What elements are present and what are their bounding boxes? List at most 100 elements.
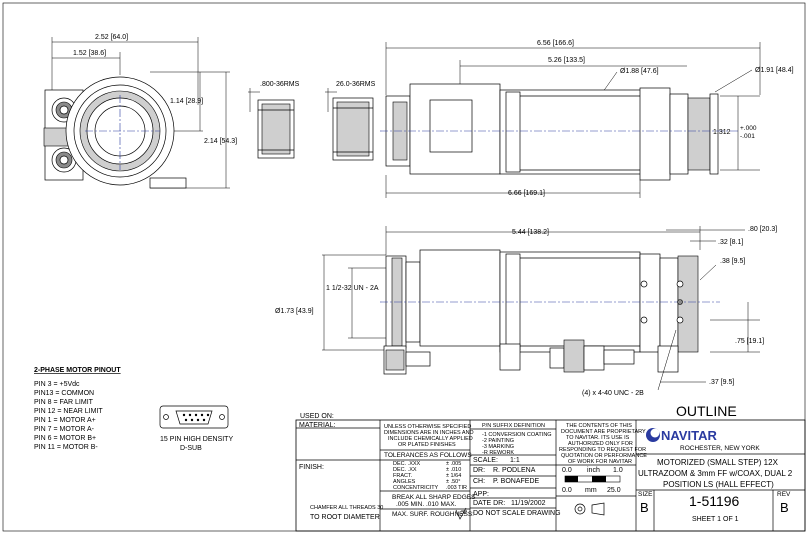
front-dim-height: 2.14 [54.3] — [204, 138, 237, 145]
svg-text:NAVITAR: NAVITAR — [661, 428, 717, 443]
outline-label: OUTLINE — [676, 403, 737, 419]
pinout-pin-5: PIN 7 = MOTOR A- — [34, 426, 95, 433]
tb-tol-4-a: CONCENTRICITY — [393, 485, 439, 491]
tb-ch-val: P. BONAFEDE — [493, 478, 539, 485]
pinout-pin-4: PIN 1 = MOTOR A+ — [34, 417, 96, 424]
tb-tol-2-a: FRACT. — [393, 473, 413, 479]
tb-rev-label: REV — [777, 491, 791, 498]
top-tol-nominal: 1.312 — [713, 129, 731, 136]
tb-tol-2-b: ± 1/64 — [446, 473, 461, 479]
tb-size-label: SIZE — [638, 491, 653, 498]
tb-tol-3-b: ± .50° — [446, 479, 460, 485]
dsub-pins-icon — [182, 413, 210, 422]
pinout-title: 2-PHASE MOTOR PINOUT — [34, 367, 121, 374]
tb-mm-1: mm — [585, 487, 597, 494]
top-dim-dia-body: Ø1.88 [47.6] — [620, 68, 659, 75]
connector-line2: D-SUB — [180, 445, 202, 452]
tb-suffix-1: -2 PAINTING — [482, 438, 514, 444]
tb-tol-3-a: ANGLES — [393, 479, 416, 485]
tb-tol-4-b: .003 TIR — [446, 485, 467, 491]
side-dim-37: .37 [9.5] — [709, 379, 734, 386]
tb-desc-2: POSITION LS (HALL EFFECT) — [663, 480, 774, 489]
side-dim-38: .38 [9.5] — [720, 258, 745, 265]
tb-prop-1: DOCUMENT ARE PROPRIETARY — [561, 429, 646, 435]
tb-chamfer-1: TO ROOT DIAMETER — [310, 514, 380, 521]
pinout-pin-0: PIN 3 = +5Vdc — [34, 381, 80, 388]
tb-size-val: B — [640, 500, 649, 515]
tb-suffix-0: -1 CONVERSION COATING — [482, 432, 552, 438]
title-block: USED ON: MATERIAL: FINISH: CHAMFER ALL T… — [295, 413, 806, 532]
tb-tol-0-a: DEC. .XXX — [393, 461, 421, 467]
pinout-pin-7: PIN 11 = MOTOR B- — [34, 444, 98, 451]
tb-roughness: MAX. SURF. ROUGHNESS: — [392, 511, 474, 518]
tb-chamfer-0: CHAMFER ALL THREADS 30 — [310, 505, 383, 511]
tb-prop-2: TO NAVITAR. ITS USE IS — [566, 435, 630, 441]
tb-rev-val: B — [780, 500, 789, 515]
tb-dims-note-3: OR PLATED FINISHES — [398, 442, 456, 448]
top-tol-minus: -.001 — [740, 133, 755, 140]
pinout-pin-3: PIN 12 = NEAR LIMIT — [34, 408, 103, 415]
projection-symbol-icon — [574, 502, 605, 516]
side-dim-thread: 1 1/2-32 UN - 2A — [326, 285, 379, 292]
tb-app-label: APP: — [473, 491, 489, 498]
tb-scale-label: SCALE: — [473, 457, 498, 464]
tb-finish: FINISH: — [299, 464, 324, 471]
tb-edges-1: .005 MIN. .010 MAX. — [396, 501, 457, 508]
tb-scale-val: 1:1 — [510, 457, 520, 464]
side-dim-80: .80 [20.3] — [748, 226, 777, 233]
tb-inch-1: inch — [587, 467, 600, 474]
tb-roughness-val: 32 — [461, 510, 467, 516]
tb-tol-title: TOLERANCES AS FOLLOWS — [384, 452, 472, 459]
tb-dr-label: DR: — [473, 467, 485, 474]
tb-dr-val: R. PODLENA — [493, 467, 536, 474]
tb-date-val: 11/19/2002 — [511, 500, 546, 507]
side-dim-dia: Ø1.73 [43.9] — [275, 308, 314, 315]
tb-part-number: 1-51196 — [689, 493, 740, 509]
tb-suffix-3: -R REWORK — [482, 450, 514, 456]
tb-company-city: ROCHESTER, NEW YORK — [680, 445, 760, 452]
tb-tol-1-a: DEC. .XX — [393, 467, 417, 473]
side-dim-32: .32 [8.1] — [718, 239, 743, 246]
tb-date-label: DATE DR: — [473, 500, 505, 507]
tb-suffix-2: -3 MARKING — [482, 444, 514, 450]
tb-sheet: SHEET 1 OF 1 — [692, 516, 739, 523]
adapter-views: .800-36RMS 26.0-36RMS — [248, 81, 376, 161]
motor-pinout: 2-PHASE MOTOR PINOUT PIN 3 = +5Vdc PIN13… — [34, 367, 121, 451]
tb-mm-2: 25.0 — [607, 487, 621, 494]
top-dim-overall: 6.56 [166.6] — [537, 40, 574, 47]
side-dim-holes: (4) x 4-40 UNC - 2B — [582, 390, 644, 397]
tb-desc-1: ULTRAZOOM & 3mm FF w/COAX, DUAL 2 — [638, 469, 793, 478]
side-view: 5.44 [138.2] .80 [20.3] .32 [8.1] .38 [9… — [275, 226, 777, 397]
dsub-connector: 15 PIN HIGH DENSITY D-SUB — [159, 405, 233, 452]
top-view: 6.56 [166.6] 5.26 [133.5] Ø1.88 [47.6] Ø… — [380, 40, 794, 198]
adapter-thread-2: 26.0-36RMS — [336, 81, 376, 88]
tb-tol-0-b: ± .005 — [446, 461, 461, 467]
pinout-pin-2: PIN 8 = FAR LIMIT — [34, 399, 94, 406]
tb-prop-3: AUTHORIZED ONLY FOR — [568, 441, 633, 447]
front-dim-half-height: 1.14 [28.9] — [170, 98, 203, 105]
navitar-logo: NAVITAR — [646, 428, 717, 443]
tb-dims-note-0: UNLESS OTHERWISE SPECIFIED — [384, 424, 471, 430]
tb-prop-4: RESPONDING TO REQUEST FOR — [559, 447, 646, 453]
front-view: 2.52 [64.0] 1.52 [38.6] 1.14 [28.9] 2.14… — [43, 34, 237, 189]
pinout-pin-6: PIN 6 = MOTOR B+ — [34, 435, 96, 442]
top-dim-dia-front: Ø1.91 [48.4] — [755, 67, 794, 74]
tb-inch-2: 1.0 — [613, 467, 623, 474]
pinout-pin-1: PIN13 = COMMON — [34, 390, 94, 397]
adapter-thread-1: .800-36RMS — [260, 81, 300, 88]
front-dim-half-width: 1.52 [38.6] — [73, 50, 106, 57]
tb-desc-0: MOTORIZED (SMALL STEP) 12X — [657, 458, 779, 467]
tb-prop-5: QUOTATION OR PERFORMANCE — [561, 453, 647, 459]
tb-prop-0: THE CONTENTS OF THIS — [566, 423, 632, 429]
front-dim-width: 2.52 [64.0] — [95, 34, 128, 41]
top-tol-plus: +.000 — [740, 125, 757, 132]
tb-material: MATERIAL: — [299, 422, 335, 429]
tb-used-on: USED ON: — [300, 413, 334, 420]
tb-tol-1-b: ± .010 — [446, 467, 461, 473]
tb-dims-note-1: DIMENSIONS ARE IN INCHES AND — [384, 430, 474, 436]
top-dim-mid: 5.26 [133.5] — [548, 57, 585, 64]
tb-suffix-title: P/N SUFFIX DEFINITION — [482, 423, 545, 429]
tb-prop-6: OF WORK FOR NAVITAR — [568, 459, 632, 465]
tb-edges-0: BREAK ALL SHARP EDGES — [392, 494, 476, 501]
